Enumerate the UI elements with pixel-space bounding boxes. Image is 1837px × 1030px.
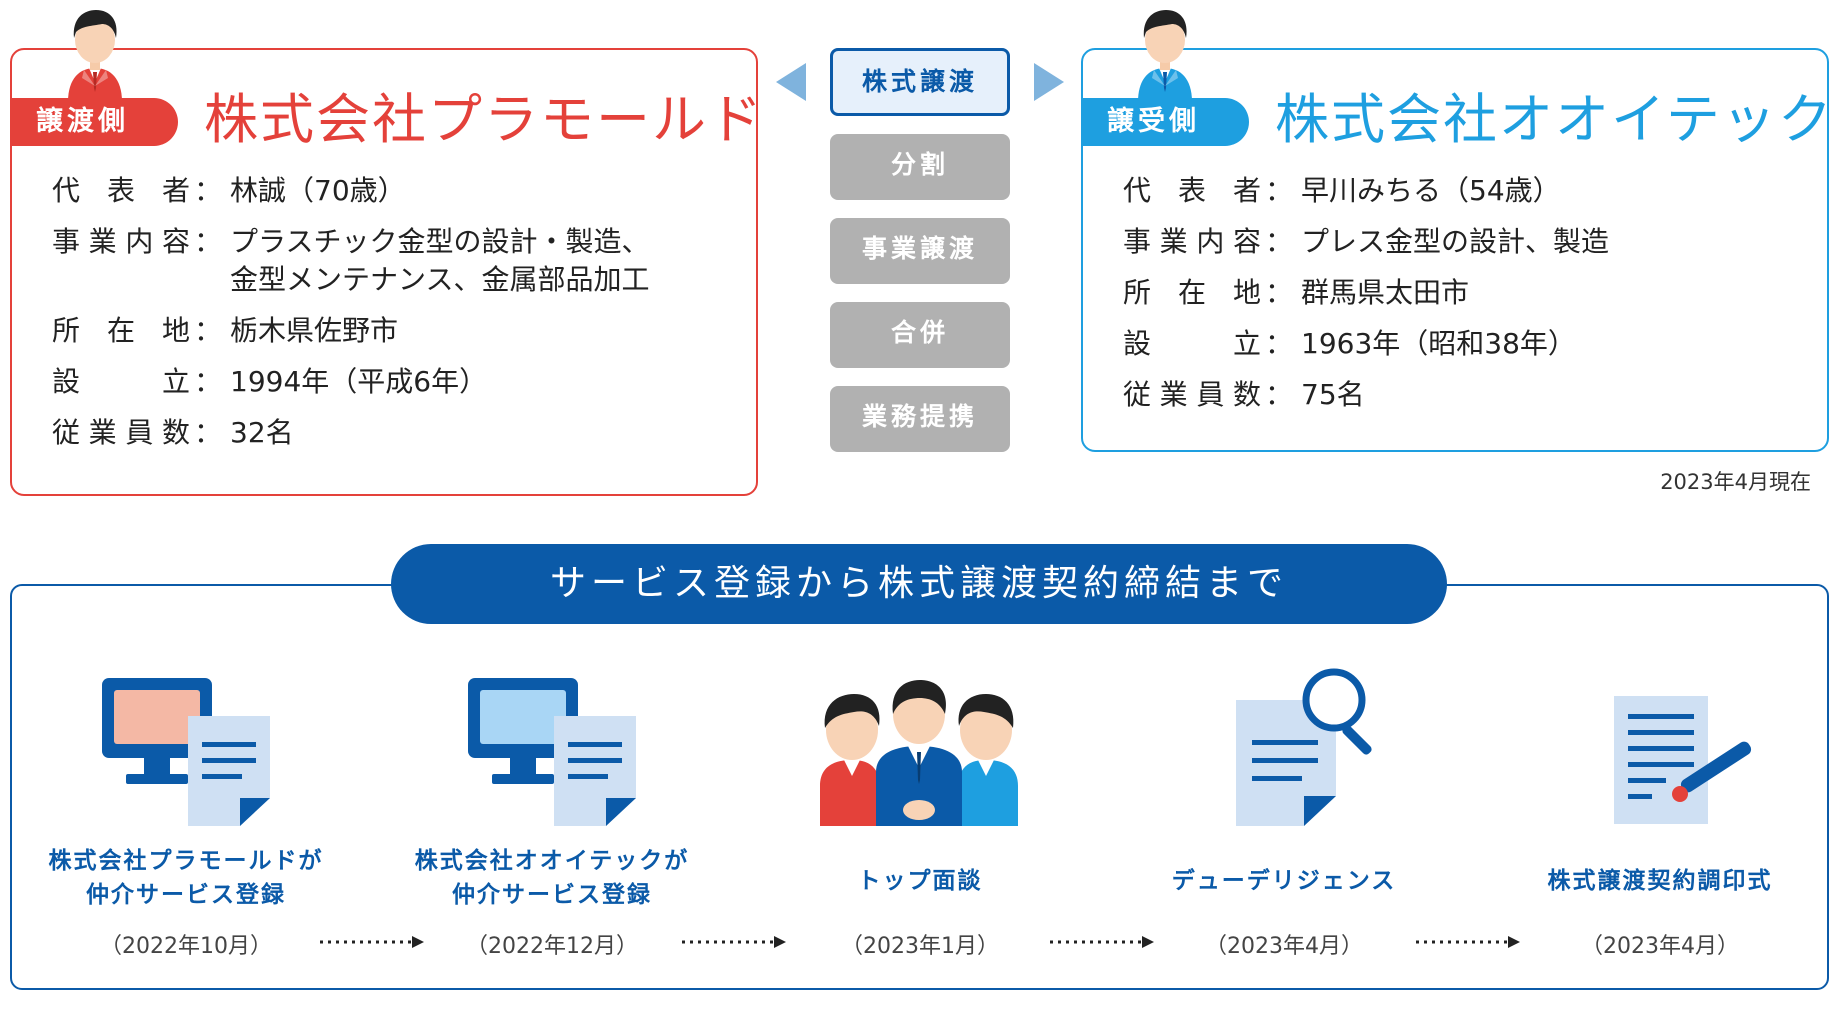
info-separator: ：: [194, 416, 223, 449]
buyer-company-name: 株式会社オオイテック: [1275, 88, 1834, 151]
info-separator: ：: [194, 174, 223, 207]
info-separator: ：: [1265, 174, 1294, 207]
step-date: （2023年4月）: [1581, 934, 1739, 959]
document-search-icon: [1236, 668, 1372, 826]
buyer-row-business: 事業内容 ： プレス金型の設計、製造: [1123, 223, 1609, 261]
seller-tag: 譲渡側: [10, 98, 178, 146]
seller-info: 代表者 ： 林誠（70歳） 事業内容 ： プラスチック金型の設計・製造、 金型メ…: [52, 172, 649, 465]
info-value: 栃木県佐野市: [230, 314, 399, 347]
info-value: プラスチック金型の設計・製造、 金型メンテナンス、金属部品加工: [230, 225, 650, 296]
computer-document-icon: [468, 678, 636, 826]
dotted-arrow-icon: [1050, 936, 1154, 948]
info-value: 群馬県太田市: [1301, 276, 1470, 309]
info-label: 所在地: [52, 314, 190, 347]
seller-card: 譲渡側 株式会社プラモールド 代表者 ： 林誠（70歳） 事業内容 ： プラスチ…: [10, 48, 762, 496]
step-label-seller-registration: 株式会社プラモールドが 仲介サービス登録: [48, 848, 324, 908]
computer-document-icon: [102, 678, 270, 826]
info-label: 従業員数: [52, 416, 190, 449]
buyer-row-representative: 代表者 ： 早川みちる（54歳）: [1123, 172, 1609, 210]
info-label: 設立: [52, 365, 190, 398]
info-label: 事業内容: [1123, 225, 1261, 258]
as-of-date-note: 2023年4月現在: [1660, 470, 1811, 494]
info-value: 75名: [1301, 378, 1365, 411]
info-label: 代表者: [1123, 174, 1261, 207]
info-label: 代表者: [52, 174, 190, 207]
seller-row-representative: 代表者 ： 林誠（70歳）: [52, 172, 649, 210]
info-label: 従業員数: [1123, 378, 1261, 411]
scheme-business-transfer-button[interactable]: 事業譲渡: [830, 218, 1010, 284]
step-date: （2023年1月）: [841, 934, 999, 959]
scheme-split-button[interactable]: 分割: [830, 134, 1010, 200]
dotted-arrow-icon: [1416, 936, 1520, 948]
arrow-right-icon: [1034, 63, 1064, 101]
seller-person-icon: [68, 10, 122, 102]
info-separator: ：: [194, 365, 223, 398]
step-label-signing-ceremony: 株式譲渡契約調印式: [1547, 868, 1773, 894]
step-date: （2023年4月）: [1205, 934, 1363, 959]
step-date: （2022年10月）: [100, 934, 272, 959]
info-separator: ：: [1265, 378, 1294, 411]
seller-row-established: 設立 ： 1994年（平成6年）: [52, 363, 649, 401]
scheme-partnership-button[interactable]: 業務提携: [830, 386, 1010, 452]
info-separator: ：: [1265, 327, 1294, 360]
buyer-row-employees: 従業員数 ： 75名: [1123, 376, 1609, 414]
info-label: 設立: [1123, 327, 1261, 360]
step-label-buyer-registration: 株式会社オオイテックが 仲介サービス登録: [414, 848, 690, 908]
buyer-card: 譲受側 株式会社オオイテック 代表者 ： 早川みちる（54歳） 事業内容 ： プ…: [1081, 48, 1832, 452]
info-separator: ：: [194, 314, 223, 347]
info-value: プレス金型の設計、製造: [1301, 225, 1610, 258]
buyer-row-established: 設立 ： 1963年（昭和38年）: [1123, 325, 1609, 363]
process-title: サービス登録から株式譲渡契約締結まで: [391, 544, 1447, 624]
scheme-stock-transfer-button[interactable]: 株式譲渡: [830, 48, 1010, 116]
info-separator: ：: [1265, 225, 1294, 258]
dotted-arrow-icon: [320, 936, 424, 948]
arrow-left-icon: [776, 63, 806, 101]
info-value: 林誠（70歳）: [230, 174, 406, 207]
info-separator: ：: [1265, 276, 1294, 309]
buyer-person-icon: [1138, 10, 1192, 102]
info-value: 1963年（昭和38年）: [1301, 327, 1576, 360]
dotted-arrow-icon: [682, 936, 786, 948]
buyer-info: 代表者 ： 早川みちる（54歳） 事業内容 ： プレス金型の設計、製造 所在地 …: [1123, 172, 1609, 427]
step-date: （2022年12月）: [466, 934, 638, 959]
seller-company-name: 株式会社プラモールド: [204, 88, 764, 151]
info-separator: ：: [194, 225, 223, 258]
info-value: 32名: [230, 416, 294, 449]
info-value: 1994年（平成6年）: [230, 365, 488, 398]
scheme-merger-button[interactable]: 合併: [830, 302, 1010, 368]
seller-row-employees: 従業員数 ： 32名: [52, 414, 649, 452]
seller-row-business: 事業内容 ： プラスチック金型の設計・製造、 金型メンテナンス、金属部品加工: [52, 223, 649, 299]
info-label: 所在地: [1123, 276, 1261, 309]
info-label: 事業内容: [52, 225, 190, 258]
step-label-top-meeting: トップ面談: [857, 868, 983, 894]
seller-row-location: 所在地 ： 栃木県佐野市: [52, 312, 649, 350]
contract-signing-icon: [1614, 696, 1752, 824]
buyer-row-location: 所在地 ： 群馬県太田市: [1123, 274, 1609, 312]
buyer-tag: 譲受側: [1081, 98, 1249, 146]
step-label-due-diligence: デューデリジェンス: [1171, 868, 1397, 894]
meeting-handshake-icon: [820, 680, 1018, 826]
info-value: 早川みちる（54歳）: [1301, 174, 1561, 207]
